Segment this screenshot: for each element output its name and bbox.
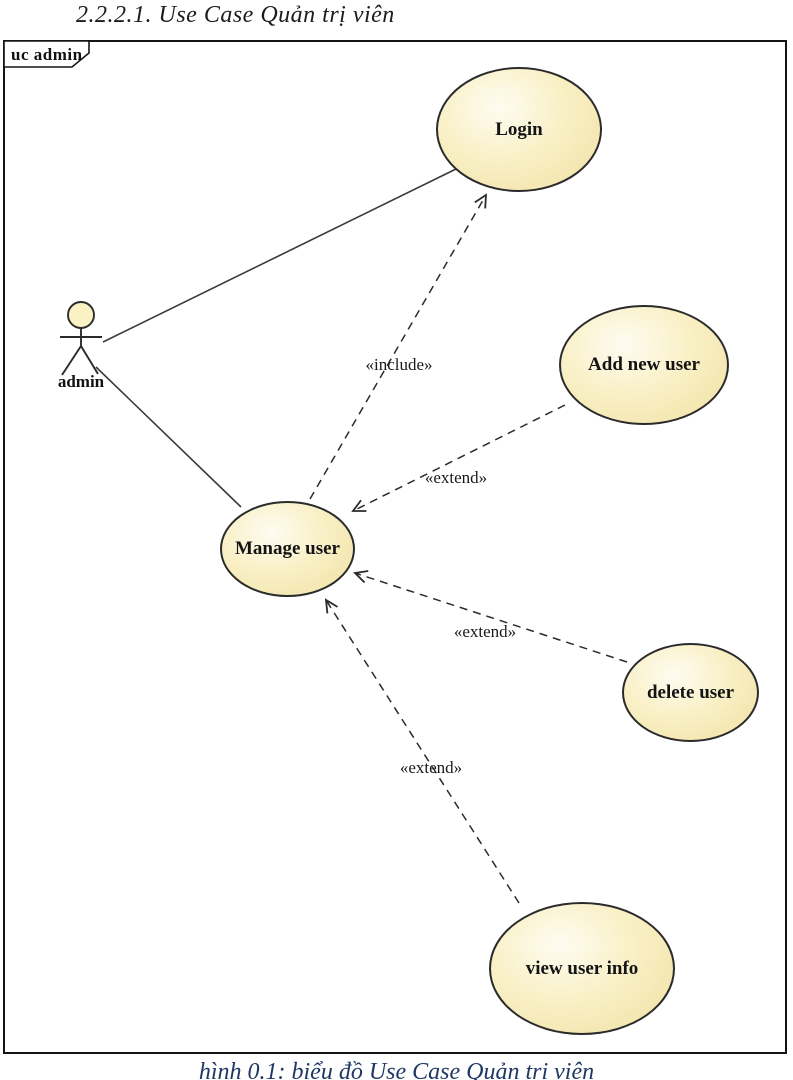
uml-frame-border [3, 40, 787, 1054]
usecase-add-new-user: Add new user [559, 305, 729, 425]
usecase-label: Manage user [234, 538, 340, 559]
extend-arrow-view-to-manage [324, 598, 520, 904]
association-admin-login [102, 168, 457, 343]
usecase-delete-user: delete user [622, 643, 759, 742]
frame-label: uc admin [11, 45, 83, 64]
actor-label: admin [57, 372, 105, 391]
page-title: 2.2.2.1. Use Case Quản trị viên [76, 2, 395, 28]
association-admin-manage-user [95, 366, 242, 508]
usecase-view-user-info: view user info [489, 902, 675, 1035]
uml-frame-tab [3, 40, 90, 68]
usecase-login: Login [436, 67, 602, 192]
stereotype-extend: «extend» [399, 758, 463, 777]
stereotype-extend: «extend» [424, 468, 488, 487]
usecase-label: Add new user [588, 354, 700, 375]
extend-arrow-delete-to-manage [353, 570, 628, 663]
usecase-label: Login [495, 118, 543, 140]
usecase-label: view user info [525, 957, 639, 979]
include-arrow-manage-to-login [309, 193, 488, 500]
extend-arrow-add-to-manage [351, 404, 566, 512]
stereotype-extend: «extend» [453, 622, 517, 641]
stereotype-include: «include» [365, 355, 433, 374]
usecase-label: delete user [646, 681, 735, 703]
actor-icon [60, 301, 102, 376]
usecase-manage-user: Manage user [220, 501, 355, 597]
figure-caption: hình 0.1: biểu đồ Use Case Quản trị viên [198, 1059, 595, 1080]
